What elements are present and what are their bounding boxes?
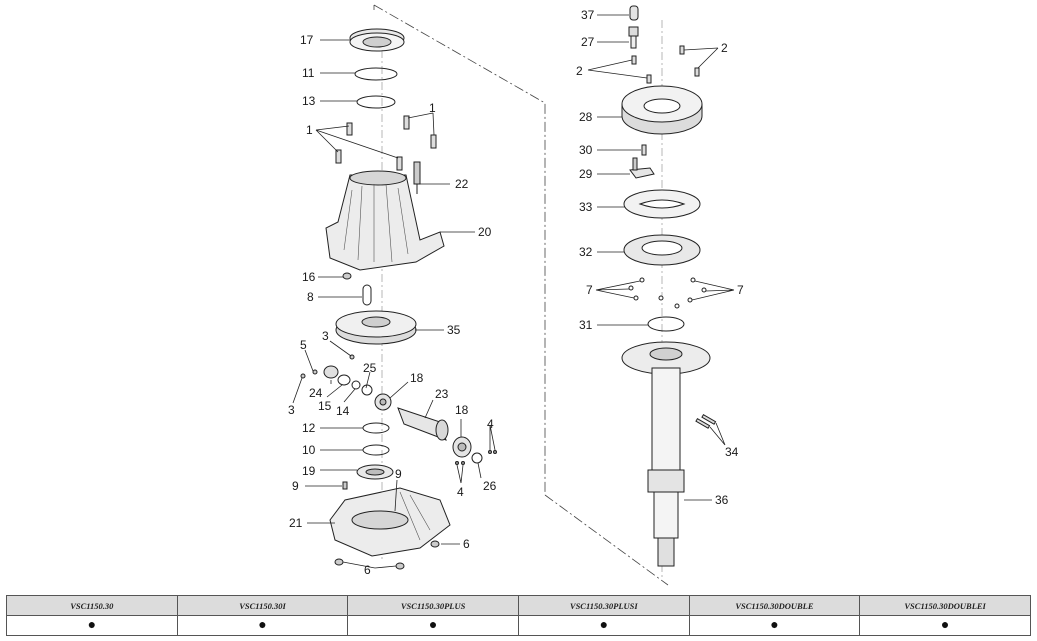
column-header: VSC1150.30DOUBLEI (859, 595, 1031, 616)
applicability-dot: ● (859, 615, 1031, 636)
pins-4 (455, 450, 497, 465)
callout: 6 (364, 563, 371, 577)
callout: 11 (302, 66, 315, 80)
callout: 24 (309, 386, 323, 400)
pin-22 (413, 161, 421, 194)
callout: 20 (478, 225, 492, 239)
callout: 2 (721, 41, 728, 55)
ring-11 (354, 67, 398, 81)
callout: 1 (306, 123, 313, 137)
callout: 27 (581, 35, 595, 49)
callout: 7 (737, 283, 744, 297)
callout: 14 (336, 404, 350, 418)
callout-labels: 17 11 13 1 1 22 20 16 8 35 3 5 25 18 24 … (288, 8, 744, 577)
callout: 36 (715, 493, 729, 507)
callout: 30 (579, 143, 593, 157)
model-applicability-table: VSC1150.30 VSC1150.30I VSC1150.30PLUS VS… (6, 595, 1031, 636)
bearing-18-upper (374, 393, 392, 411)
callout: 34 (725, 445, 739, 459)
bearing-17 (349, 28, 405, 52)
callout: 9 (395, 467, 402, 481)
table-row: ● ● ● ● ● ● (6, 615, 1031, 636)
callout: 19 (302, 464, 316, 478)
callout: 13 (302, 94, 316, 108)
column-header: VSC1150.30PLUS (347, 595, 519, 616)
callout: 9 (292, 479, 299, 493)
callout: 2 (576, 64, 583, 78)
callout: 22 (455, 177, 469, 191)
gear-24 (323, 365, 339, 379)
callout: 28 (579, 110, 593, 124)
plug-16 (342, 272, 352, 280)
callout: 3 (322, 329, 329, 343)
callout: 12 (302, 421, 316, 435)
base-21 (329, 487, 451, 557)
callout: 17 (300, 33, 314, 47)
exploded-parts-diagram: 17 11 13 1 1 22 20 16 8 35 3 5 25 18 24 … (288, 4, 744, 586)
callout: 8 (307, 290, 314, 304)
callout: 10 (302, 443, 316, 457)
bolt-27 (628, 26, 639, 49)
applicability-dot: ● (517, 615, 690, 636)
pulley-35 (335, 310, 417, 345)
bracket-29 (629, 157, 655, 179)
assembly-boundary-dashed (373, 4, 669, 586)
seal-15 (337, 374, 351, 386)
circlip-31 (647, 316, 685, 332)
applicability-dot: ● (6, 615, 178, 636)
balls-7 (628, 277, 707, 309)
applicability-dot: ● (688, 615, 861, 636)
keys-34 (695, 413, 717, 429)
column-36 (621, 341, 711, 567)
callout: 18 (455, 403, 469, 417)
callout: 21 (289, 516, 303, 530)
callout: 23 (435, 387, 449, 401)
callout: 3 (288, 403, 295, 417)
callout: 6 (463, 537, 470, 551)
column-header: VSC1150.30I (176, 595, 349, 616)
callout: 35 (447, 323, 461, 337)
callout: 4 (457, 485, 464, 499)
column-header: VSC1150.30 (6, 595, 178, 616)
applicability-dot: ● (176, 615, 349, 636)
callout: 37 (581, 8, 595, 22)
callout: 18 (410, 371, 424, 385)
column-header: VSC1150.30DOUBLE (688, 595, 861, 616)
cap-37 (629, 5, 639, 21)
callout: 16 (302, 270, 316, 284)
column-header: VSC1150.30PLUSI (517, 595, 690, 616)
callout: 29 (579, 167, 593, 181)
seal-25 (361, 384, 373, 396)
screws-1 (335, 115, 437, 171)
leader-lines (292, 14, 735, 569)
callout: 26 (483, 479, 497, 493)
plate-32 (623, 234, 701, 266)
callout: 25 (363, 361, 377, 375)
ring-12 (362, 422, 390, 434)
key-8 (362, 284, 372, 306)
plate-33 (623, 189, 701, 219)
applicability-dot: ● (347, 615, 519, 636)
ring-10 (362, 444, 390, 456)
washer-14 (351, 380, 361, 390)
plate-28 (621, 85, 703, 135)
circlip-13 (356, 95, 396, 109)
screw-30 (641, 144, 647, 156)
callout: 33 (579, 200, 593, 214)
table-header-row: VSC1150.30 VSC1150.30I VSC1150.30PLUS VS… (6, 595, 1031, 616)
bearing-19 (356, 464, 394, 480)
shaft-23 (397, 407, 449, 441)
callout: 4 (487, 417, 494, 431)
housing-20 (325, 170, 445, 271)
callout: 1 (429, 101, 436, 115)
callout: 31 (579, 318, 593, 332)
bearing-18-lower (452, 436, 472, 458)
callout: 32 (579, 245, 593, 259)
small-parts-3-5 (300, 354, 355, 379)
callout: 7 (586, 283, 593, 297)
callout: 5 (300, 338, 307, 352)
callout: 15 (318, 399, 332, 413)
washer-26 (471, 452, 483, 464)
